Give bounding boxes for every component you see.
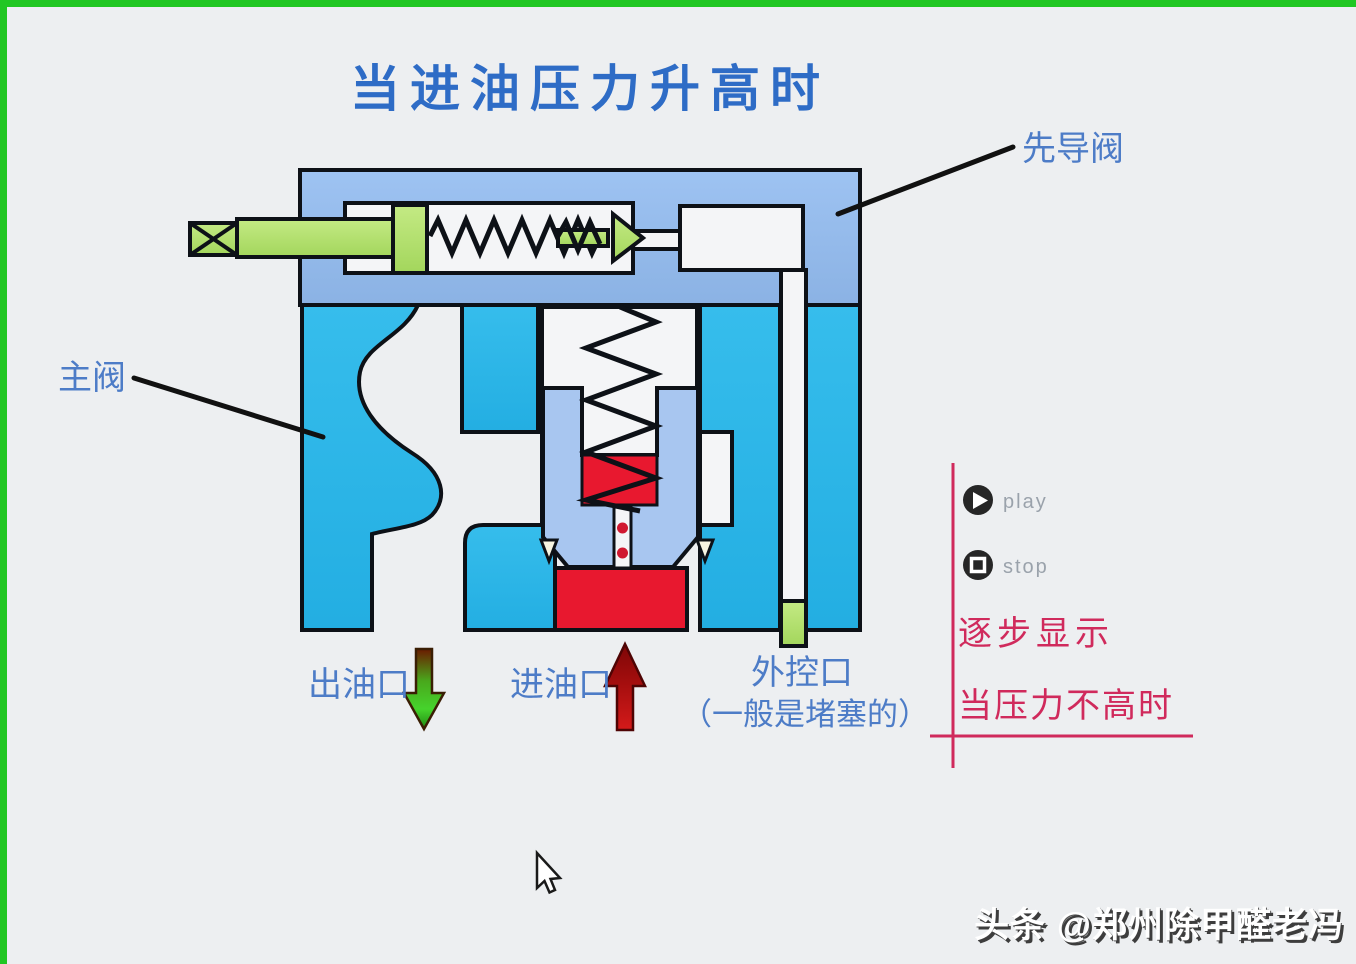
pilot-outlet-chamber xyxy=(678,204,805,272)
outlet-flow-arrow xyxy=(401,647,447,732)
control-port-label: 外控口 xyxy=(751,654,853,692)
main-valve-leader-line xyxy=(131,375,326,440)
main-spring xyxy=(576,304,664,514)
pilot-poppet-cone xyxy=(611,209,647,266)
inlet-port-label: 进油口 xyxy=(510,666,612,704)
spool-orifice-channel xyxy=(612,503,633,570)
stop-button[interactable]: stop xyxy=(963,550,1049,580)
control-port-plug xyxy=(779,599,808,648)
pilot-spring-end xyxy=(555,215,603,257)
play-icon-triangle xyxy=(973,492,988,509)
right-outer-column xyxy=(804,303,862,632)
frame-border-top xyxy=(0,0,1356,7)
orifice-hole xyxy=(617,522,628,534)
valve-guide-column xyxy=(460,303,540,434)
left-seat-block xyxy=(463,523,557,632)
outlet-passage xyxy=(300,303,444,632)
frame-border-left xyxy=(0,0,7,964)
mouse-cursor xyxy=(535,849,563,895)
main-valve-label: 主阀 xyxy=(58,360,126,397)
play-button[interactable]: play xyxy=(963,485,1048,515)
watermark: 头条 @郑州除甲醛老冯 xyxy=(974,906,1344,945)
screw-cross-line xyxy=(188,221,239,257)
inlet-pressure-chamber xyxy=(553,566,689,632)
note-step-display: 逐步显示 xyxy=(958,615,1114,653)
outlet-port-label: 出油口 xyxy=(308,666,410,704)
pilot-valve-label: 先导阀 xyxy=(1022,130,1124,168)
seat-notch-right xyxy=(694,538,716,566)
spool-side-chamber xyxy=(698,430,734,527)
spring-seat-piston xyxy=(391,203,429,275)
stop-icon xyxy=(963,550,993,580)
pilot-valve-leader-line xyxy=(835,144,1016,217)
adjustment-rod xyxy=(235,217,399,259)
orifice-hole xyxy=(617,547,628,559)
control-port-note: （一般是堵塞的） xyxy=(681,697,929,732)
inlet-flow-arrow xyxy=(603,641,647,732)
seat-notch-left xyxy=(538,538,560,566)
pilot-spring xyxy=(427,213,603,260)
stop-button-label: stop xyxy=(1003,556,1049,578)
stop-icon-square xyxy=(969,556,987,574)
play-button-label: play xyxy=(1003,491,1048,513)
page-title: 当进油压力升高时 xyxy=(350,61,830,117)
note-low-pressure: 当压力不高时 xyxy=(958,687,1174,725)
external-control-channel xyxy=(779,268,808,648)
